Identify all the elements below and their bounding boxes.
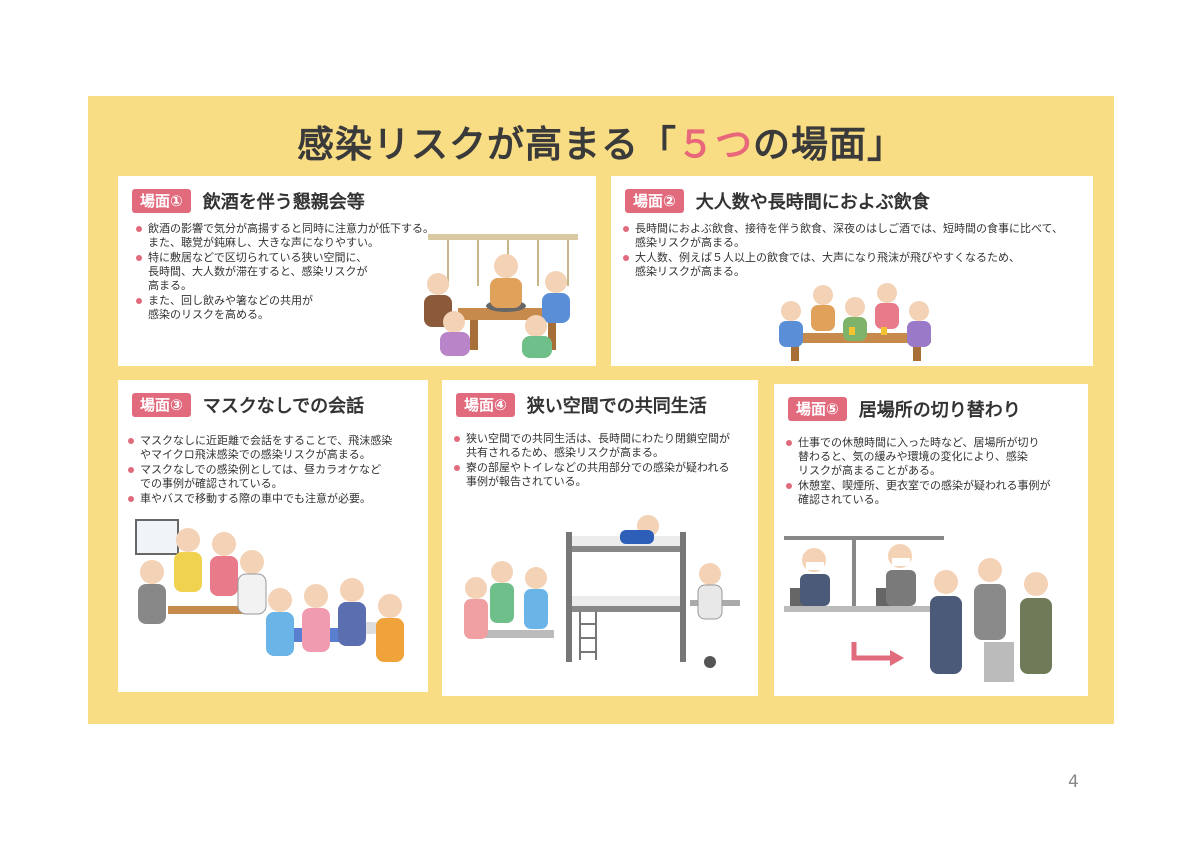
scene-3-bullets: マスクなしに近距離で会話をすることで、飛沫感染 やマイクロ飛沫感染での感染リスク… (126, 434, 426, 507)
scene-4-bullet-1: 狭い空間での共同生活は、長時間にわたり閉鎖空間が 共有されるため、感染リスクが高… (452, 432, 756, 460)
scene-card-1: 場面① 飲酒を伴う懇親会等 飲酒の影響で気分が高揚すると同時に注意力が低下する。… (118, 176, 596, 366)
scene-card-5: 場面⑤ 居場所の切り替わり 仕事での休憩時間に入った時など、居場所が切り 替わる… (774, 384, 1088, 696)
scene-3-bullet-2: マスクなしでの感染例としては、昼カラオケなど での事例が確認されている。 (126, 463, 426, 491)
scene-1-bullet-3: また、回し飲みや箸などの共用が 感染のリスクを高める。 (134, 294, 464, 322)
scene-card-4: 場面④ 狭い空間での共同生活 狭い空間での共同生活は、長時間にわたり閉鎖空間が … (442, 380, 758, 696)
scene-2-badge: 場面② (625, 189, 684, 213)
shared-living-illustration (464, 515, 740, 668)
scene-1-badge: 場面① (132, 189, 191, 213)
scene-4-badge: 場面④ (456, 393, 515, 417)
title-text-before: 感染リスクが高まる「 (297, 123, 677, 166)
scene-4-title: 狭い空間での共同生活 (526, 396, 707, 417)
scene-4-header: 場面④ 狭い空間での共同生活 (456, 392, 707, 418)
scene-5-bullets: 仕事での休憩時間に入った時など、居場所が切り 替わると、気の緩みや環境の変化によ… (784, 436, 1084, 508)
scene-2-header: 場面② 大人数や長時間におよぶ飲食 (625, 188, 930, 214)
unmasked-conversation-illustration (135, 519, 404, 662)
large-group-dining-illustration (779, 283, 931, 361)
scene-1-bullet-2: 特に敷居などで区切られている狭い空間に、 長時間、大人数が滞在すると、感染リスク… (134, 251, 464, 293)
scene-4-bullets: 狭い空間での共同生活は、長時間にわたり閉鎖空間が 共有されるため、感染リスクが高… (452, 432, 756, 490)
scene-4-bullet-2: 寮の部屋やトイレなどの共用部分での感染が疑われる 事例が報告されている。 (452, 461, 756, 489)
scene-5-header: 場面⑤ 居場所の切り替わり (788, 396, 1021, 422)
page-title: 感染リスクが高まる「５つの場面」 (88, 114, 1114, 168)
scene-2-bullet-2: 大人数、例えば５人以上の飲食では、大声になり飛沫が飛びやすくなるため、 感染リス… (621, 251, 1091, 279)
scene-2-title: 大人数や長時間におよぶ飲食 (695, 192, 930, 213)
scene-2-bullet-1: 長時間におよぶ飲食、接待を伴う飲食、深夜のはしご酒では、短時間の食事に比べて、 … (621, 222, 1091, 250)
scene-1-title: 飲酒を伴う懇親会等 (202, 192, 365, 213)
scene-5-title: 居場所の切り替わり (858, 400, 1021, 421)
scene-card-2: 場面② 大人数や長時間におよぶ飲食 長時間におよぶ飲食、接待を伴う飲食、深夜のは… (611, 176, 1093, 366)
scene-1-bullet-1: 飲酒の影響で気分が高揚すると同時に注意力が低下する。 また、聴覚が鈍麻し、大きな… (134, 222, 464, 250)
scene-3-bullet-3: 車やバスで移動する際の車中でも注意が必要。 (126, 492, 426, 506)
page-number: 4 (1068, 772, 1079, 792)
drinking-party-illustration (424, 234, 578, 358)
scene-3-bullet-1: マスクなしに近距離で会話をすることで、飛沫感染 やマイクロ飛沫感染での感染リスク… (126, 434, 426, 462)
scene-3-badge: 場面③ (132, 393, 191, 417)
scene-5-bullet-1: 仕事での休憩時間に入った時など、居場所が切り 替わると、気の緩みや環境の変化によ… (784, 436, 1084, 478)
scene-card-3: 場面③ マスクなしでの会話 マスクなしに近距離で会話をすることで、飛沫感染 やマ… (118, 380, 428, 692)
scene-5-badge: 場面⑤ (788, 397, 847, 421)
title-accent: ５つ (677, 123, 753, 166)
scene-1-header: 場面① 飲酒を伴う懇親会等 (132, 188, 365, 214)
changing-locations-illustration (784, 536, 1052, 682)
poster-background: 感染リスクが高まる「５つの場面」 場面① 飲酒を伴う懇親会等 飲酒の影響で気分が… (88, 96, 1114, 724)
scene-3-title: マスクなしでの会話 (202, 396, 365, 417)
scene-2-bullets: 長時間におよぶ飲食、接待を伴う飲食、深夜のはしご酒では、短時間の食事に比べて、 … (621, 222, 1091, 280)
title-text-after: の場面」 (753, 123, 905, 166)
scene-1-bullets: 飲酒の影響で気分が高揚すると同時に注意力が低下する。 また、聴覚が鈍麻し、大きな… (134, 222, 464, 323)
scene-5-bullet-2: 休憩室、喫煙所、更衣室での感染が疑われる事例が 確認されている。 (784, 479, 1084, 507)
scene-3-header: 場面③ マスクなしでの会話 (132, 392, 364, 418)
